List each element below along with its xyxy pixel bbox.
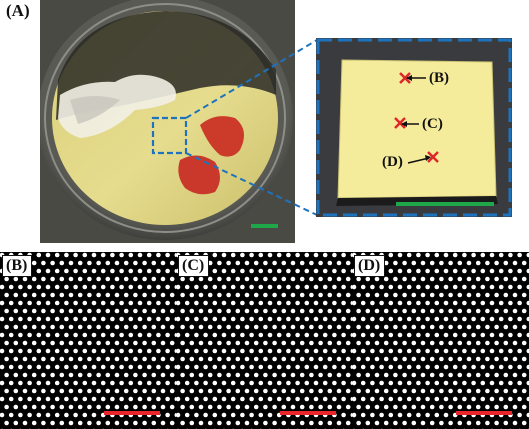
- marker-b-arrowhead: [406, 75, 412, 81]
- inset-label-d: (D): [382, 154, 403, 170]
- inset-dashed-border: [316, 38, 512, 217]
- sem-panel-c: (C): [176, 252, 352, 429]
- sample-square: [337, 59, 497, 199]
- sem-panel-b: (B): [0, 252, 176, 429]
- wafer-photo: [40, 0, 295, 243]
- scale-bar-sem-b: [104, 411, 160, 415]
- sem-label-c: (C): [178, 255, 210, 277]
- scale-bar-sem-d: [456, 411, 512, 415]
- sem-label-b: (B): [2, 255, 33, 277]
- sem-lattice-c: [176, 252, 352, 429]
- wafer-photo-drawing: [40, 0, 295, 243]
- zoom-box-small: [151, 116, 188, 155]
- sample-inset-drawing: [316, 38, 512, 217]
- scale-bar-sem-c: [280, 411, 336, 415]
- marker-b-cross: [399, 72, 411, 84]
- inset-label-c: (C): [422, 116, 443, 132]
- sem-panel-d: (D): [352, 252, 529, 429]
- inset-label-b: (B): [429, 70, 449, 86]
- wafer-white-reflection: [58, 74, 176, 138]
- marker-c-cross: [394, 117, 406, 129]
- sem-scale-layer-c: [280, 411, 336, 415]
- wafer-red-reflection-upper: [200, 116, 244, 157]
- sem-scale-layer-d: [456, 411, 512, 415]
- sample-inset: (B) (C) (D): [316, 38, 512, 217]
- marker-c-arrowhead: [401, 121, 407, 127]
- wafer-grey-reflection: [70, 96, 120, 124]
- marker-d-arrow: [407, 157, 430, 164]
- panel-a-label: (A): [6, 1, 30, 20]
- sem-scale-layer-b: [104, 411, 160, 415]
- scale-bar-photo: [251, 224, 278, 228]
- sem-label-d: (D): [354, 255, 386, 277]
- scale-bar-inset: [396, 202, 494, 206]
- sem-lattice-b: [0, 252, 176, 429]
- marker-d-arrowhead: [425, 155, 431, 161]
- marker-d-cross: [427, 151, 439, 163]
